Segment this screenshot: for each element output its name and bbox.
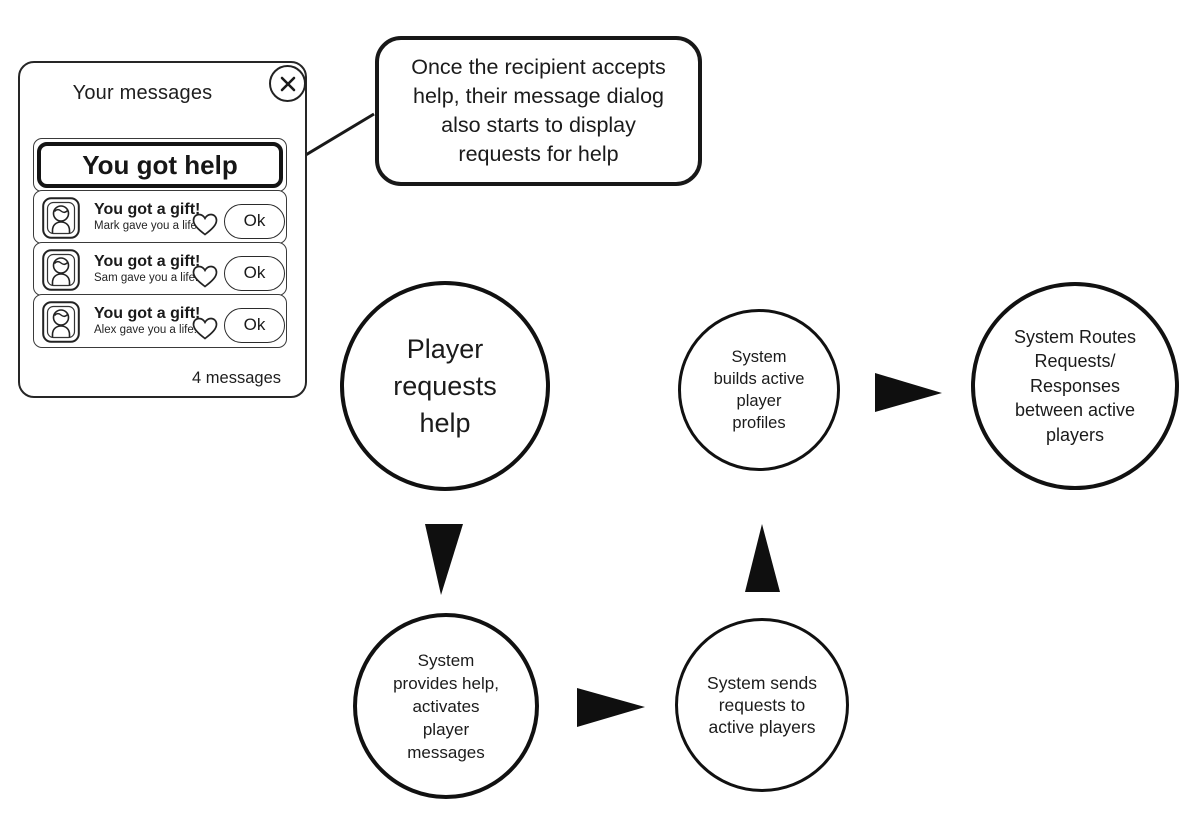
arrow-right-bottom-icon (577, 688, 645, 727)
message-stack: You got help You got a gift! Mark gave y… (33, 138, 287, 348)
message-subtitle: Sam gave you a life! (94, 272, 199, 284)
header-banner-frame: You got help (33, 138, 287, 192)
message-row: You got a gift! Alex gave you a life! Ok (33, 294, 287, 348)
message-text-block: You got a gift! Sam gave you a life! (94, 252, 204, 285)
messages-dialog: Your messages You got help (18, 61, 307, 398)
close-icon (280, 76, 295, 91)
close-button[interactable] (269, 65, 306, 102)
node-label: System Routes Requests/ Responses betwee… (1013, 326, 1137, 445)
node-label: Player requests help (393, 333, 497, 438)
ok-button[interactable]: Ok (224, 308, 285, 343)
node-system-provides-help: System provides help, activates player m… (353, 613, 539, 799)
callout-text: Once the recipient accepts help, their m… (411, 55, 666, 166)
node-label: System builds active player profiles (713, 348, 805, 432)
message-text-block: You got a gift! Alex gave you a life! (94, 304, 204, 337)
message-title: You got a gift! (94, 253, 201, 270)
ok-button[interactable]: Ok (224, 204, 285, 239)
message-row: You got a gift! Mark gave you a life! Ok (33, 190, 287, 244)
avatar-icon (42, 301, 80, 343)
node-system-builds-profiles: System builds active player profiles (678, 309, 840, 471)
dialog-title: Your messages (72, 82, 213, 104)
message-subtitle: Mark gave you a life! (94, 220, 201, 232)
you-got-help-button[interactable]: You got help (37, 142, 283, 188)
arrow-down-icon (425, 524, 463, 595)
message-title: You got a gift! (94, 201, 201, 218)
heart-icon (192, 213, 218, 236)
arrow-up-icon (745, 524, 780, 592)
arrow-right-top-icon (875, 373, 942, 412)
heart-icon (192, 317, 218, 340)
node-system-sends-requests: System sends requests to active players (675, 618, 849, 792)
message-subtitle: Alex gave you a life! (94, 324, 197, 336)
node-player-requests-help: Player requests help (340, 281, 550, 491)
ok-button[interactable]: Ok (224, 256, 285, 291)
message-count: 4 messages (192, 369, 281, 387)
callout-note: Once the recipient accepts help, their m… (375, 36, 702, 186)
message-row: You got a gift! Sam gave you a life! Ok (33, 242, 287, 296)
message-text-block: You got a gift! Mark gave you a life! (94, 200, 204, 233)
node-label: System provides help, activates player m… (393, 650, 499, 762)
node-label: System sends requests to active players (707, 673, 817, 737)
message-title: You got a gift! (94, 305, 201, 322)
node-system-routes-requests: System Routes Requests/ Responses betwee… (971, 282, 1179, 490)
heart-icon (192, 265, 218, 288)
avatar-icon (42, 249, 80, 291)
avatar-icon (42, 197, 80, 239)
